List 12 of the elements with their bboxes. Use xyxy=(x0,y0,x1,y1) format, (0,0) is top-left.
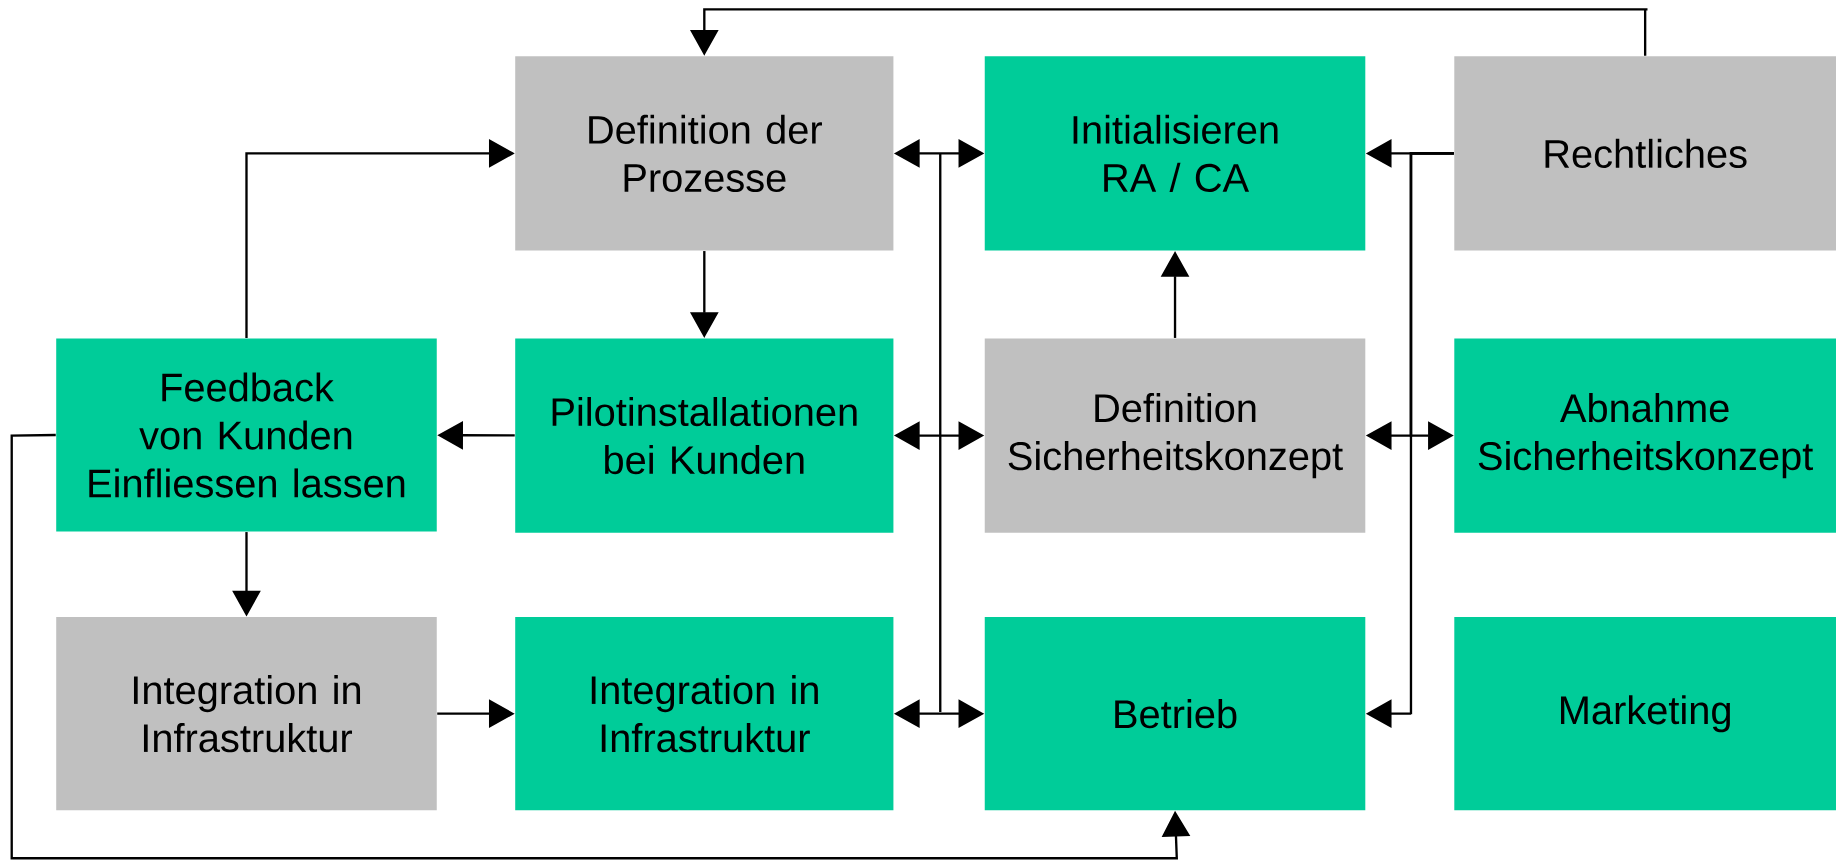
process-box: Betrieb xyxy=(984,617,1366,811)
process-box: Feedback von Kunden Einfliessen lassen xyxy=(56,338,437,532)
process-box: Integration in Infrastruktur xyxy=(56,617,437,811)
process-box: Definition der Prozesse xyxy=(515,56,894,251)
bus-line xyxy=(939,153,942,713)
process-box: Marketing xyxy=(1454,617,1836,811)
process-box: Integration in Infrastruktur xyxy=(515,617,894,811)
process-box: Rechtliches xyxy=(1454,56,1836,251)
process-box: Abnahme Sicherheitskonzept xyxy=(1454,338,1836,533)
process-box: Pilotinstallationen bei Kunden xyxy=(515,338,894,533)
process-box: Definition Sicherheitskonzept xyxy=(984,338,1366,533)
process-box: Initialisieren RA / CA xyxy=(984,56,1366,251)
